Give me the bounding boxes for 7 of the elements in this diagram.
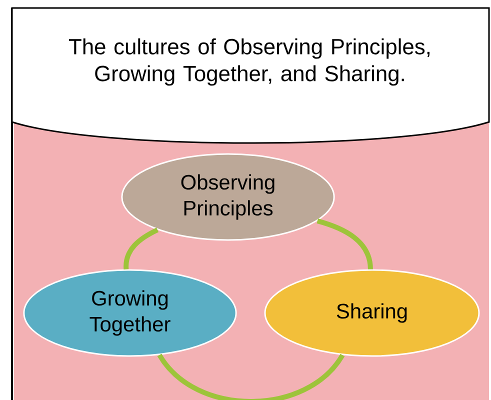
ring-connector <box>316 218 373 270</box>
ellipse-node: Growing Together <box>23 269 237 357</box>
title-banner: The cultures of Observing Principles, Growing Together, and Sharing. <box>11 7 490 144</box>
ring-connector <box>124 228 159 270</box>
ring-connector <box>157 354 345 400</box>
ellipse-node: Observing Principles <box>121 153 335 241</box>
ellipse-node: Sharing <box>264 269 480 357</box>
